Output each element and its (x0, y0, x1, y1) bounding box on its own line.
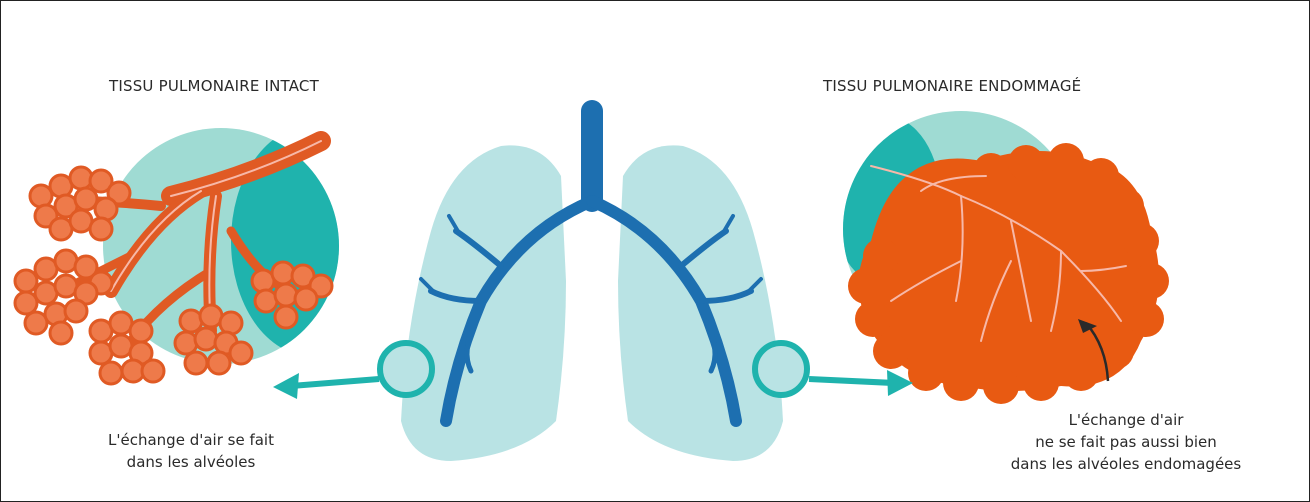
left-arrow-shaft (291, 379, 379, 386)
damaged-caption-line: L'échange d'air (956, 409, 1296, 431)
right-lung-focus-circle (755, 343, 807, 395)
intact-tissue-zoom (15, 126, 391, 384)
damaged-tissue-title: TISSU PULMONAIRE ENDOMMAGÉ (823, 77, 1081, 95)
right-arrow-shaft (809, 379, 894, 383)
intact-tissue-title: TISSU PULMONAIRE INTACT (109, 77, 319, 95)
left-arrow-head (273, 373, 299, 399)
intact-caption-line: dans les alvéoles (71, 451, 311, 473)
damaged-caption-line: ne se fait pas aussi bien (956, 431, 1296, 453)
damaged-caption-line: dans les alvéoles endomagées (956, 453, 1296, 475)
lungs-illustration (273, 111, 913, 461)
damaged-caption: L'échange d'air ne se fait pas aussi bie… (956, 409, 1296, 475)
damaged-tissue-zoom (831, 111, 1169, 404)
intact-caption: L'échange d'air se fait dans les alvéole… (71, 429, 311, 473)
left-lung-focus-circle (380, 343, 432, 395)
intact-caption-line: L'échange d'air se fait (71, 429, 311, 451)
